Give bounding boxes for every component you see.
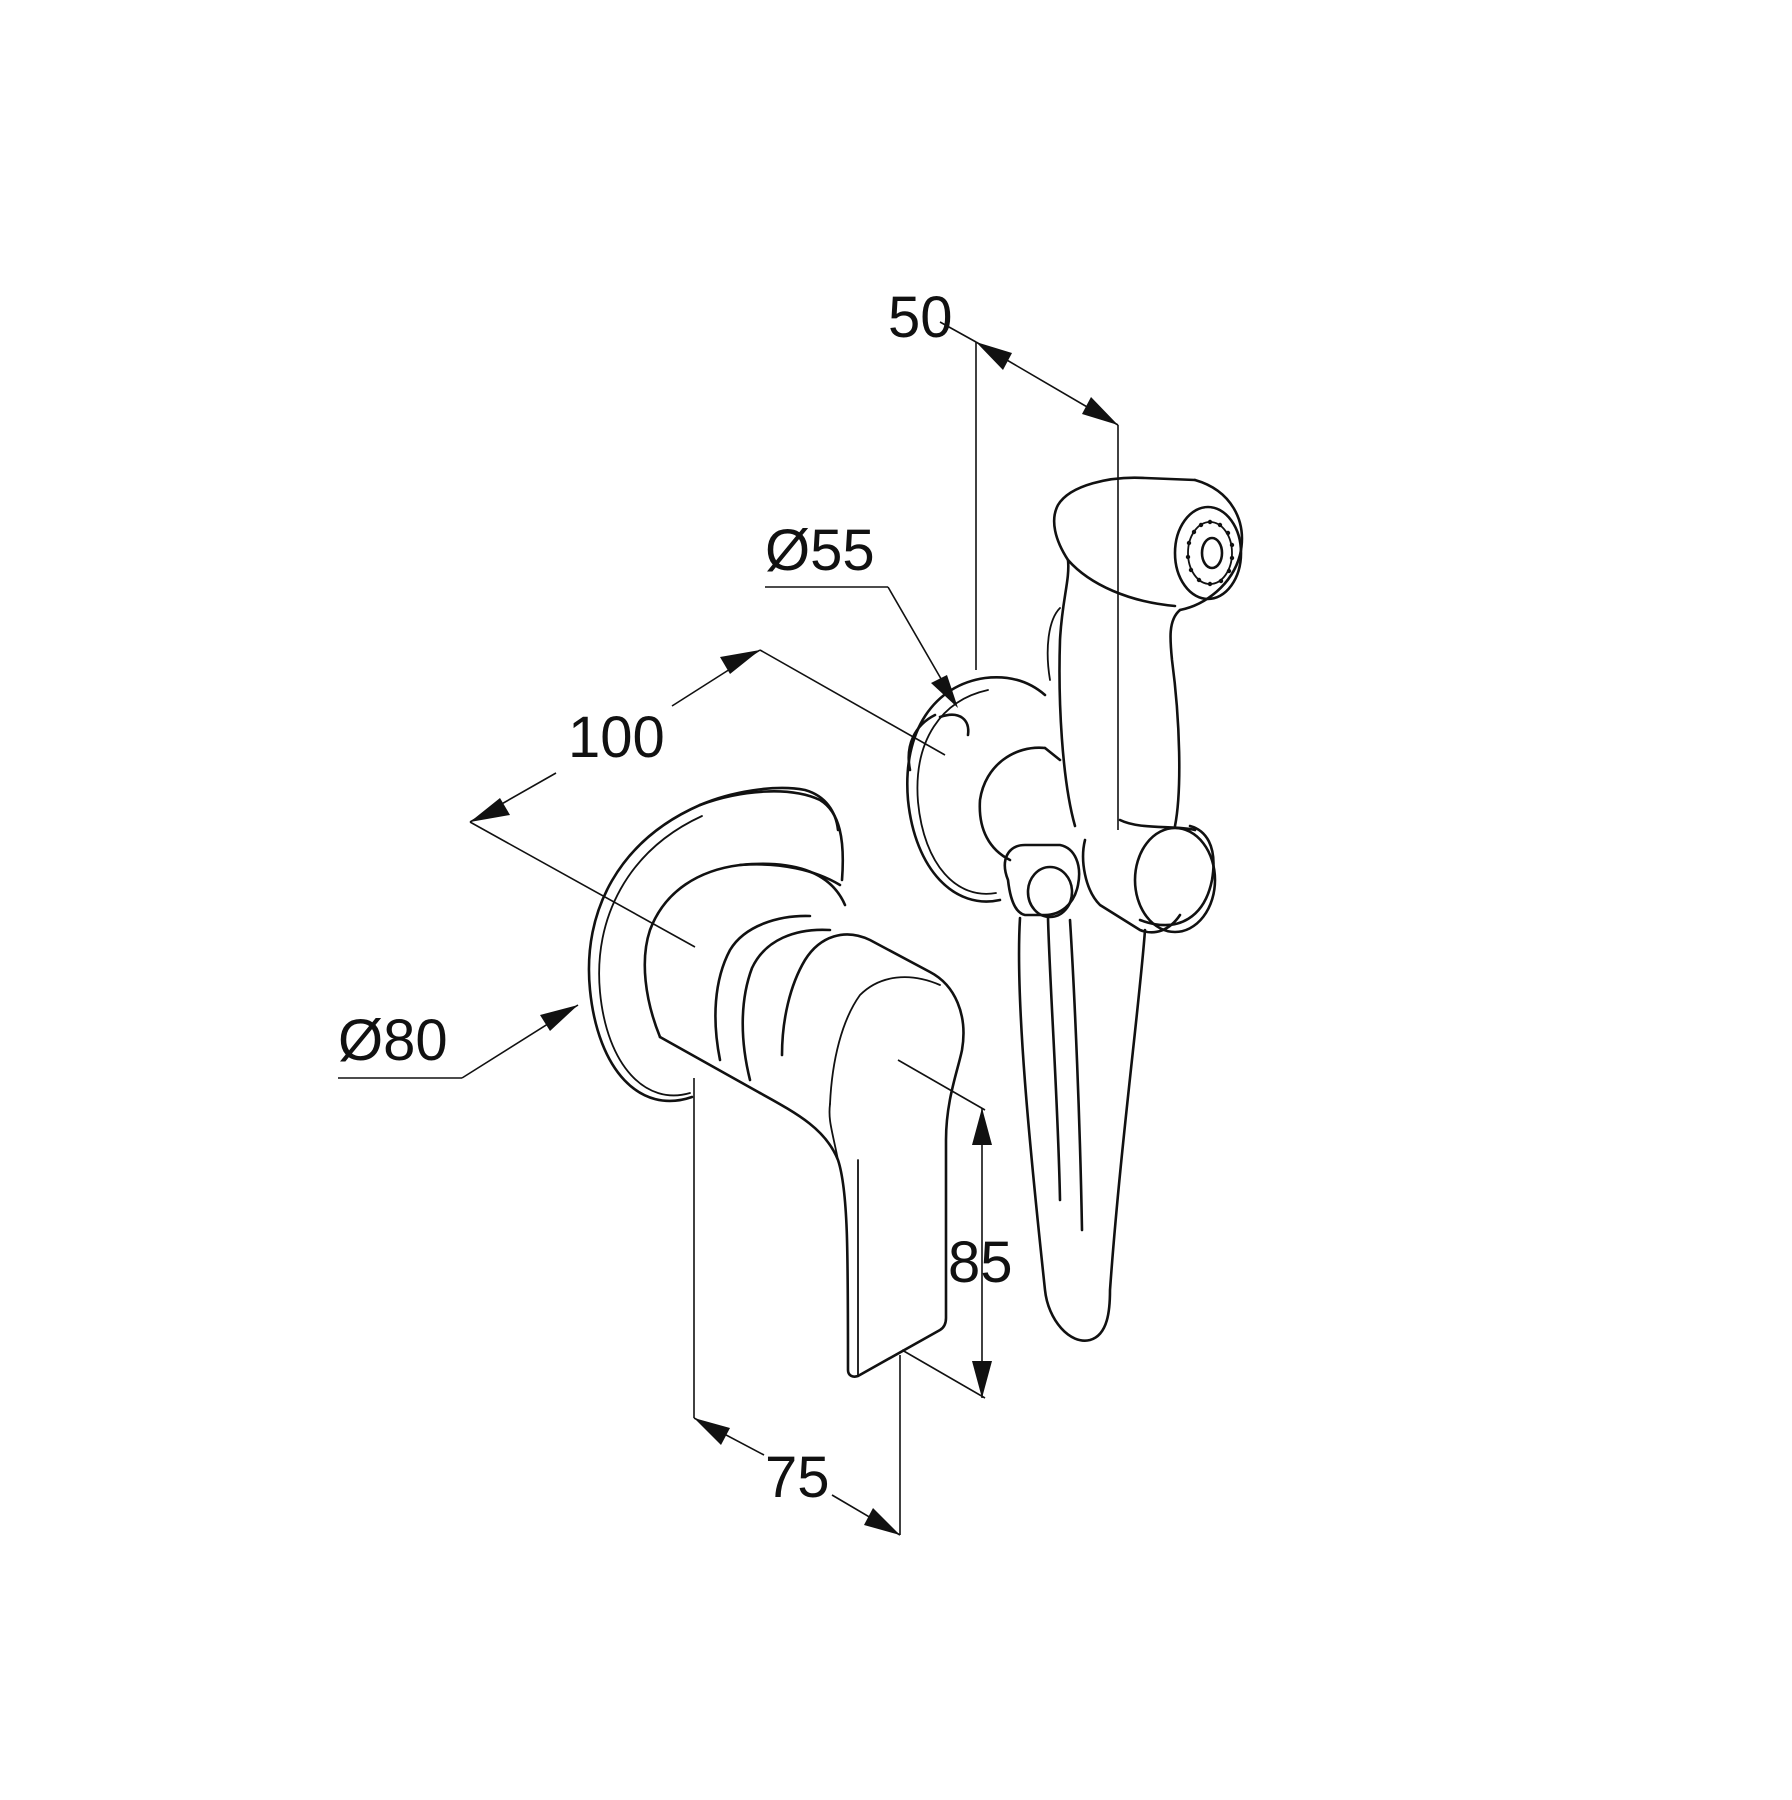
holder-rosette [906,676,1047,903]
mixer-cartridge-ring [714,914,832,1082]
dimension-d80: Ø80 [338,1004,579,1079]
hose [1017,916,1147,1342]
dim-label-50: 50 [888,285,953,350]
hand-shower-holder-clip [1081,818,1217,934]
dim-label-d80: Ø80 [338,1008,448,1073]
nozzle-holes [1185,519,1235,587]
holder-elbow [978,746,1062,862]
dim-label-75: 75 [765,1445,830,1510]
dim-label-85: 85 [948,1230,1013,1295]
dimension-75: 75 [693,1078,901,1536]
dimension-85: 85 [897,1059,1013,1399]
mixer-body [643,862,847,1095]
mixer-rosette [587,786,845,1103]
dim-label-d55: Ø55 [765,518,875,583]
nozzle-face [1173,505,1243,601]
dim-label-100: 100 [568,705,665,770]
dimension-50: 50 [888,285,1119,830]
hand-shower [1046,476,1244,828]
mixer-lever [758,933,965,1378]
dimension-d55: Ø55 [765,518,958,708]
hose-nut [1003,843,1081,919]
dimension-100: 100 [469,649,946,948]
